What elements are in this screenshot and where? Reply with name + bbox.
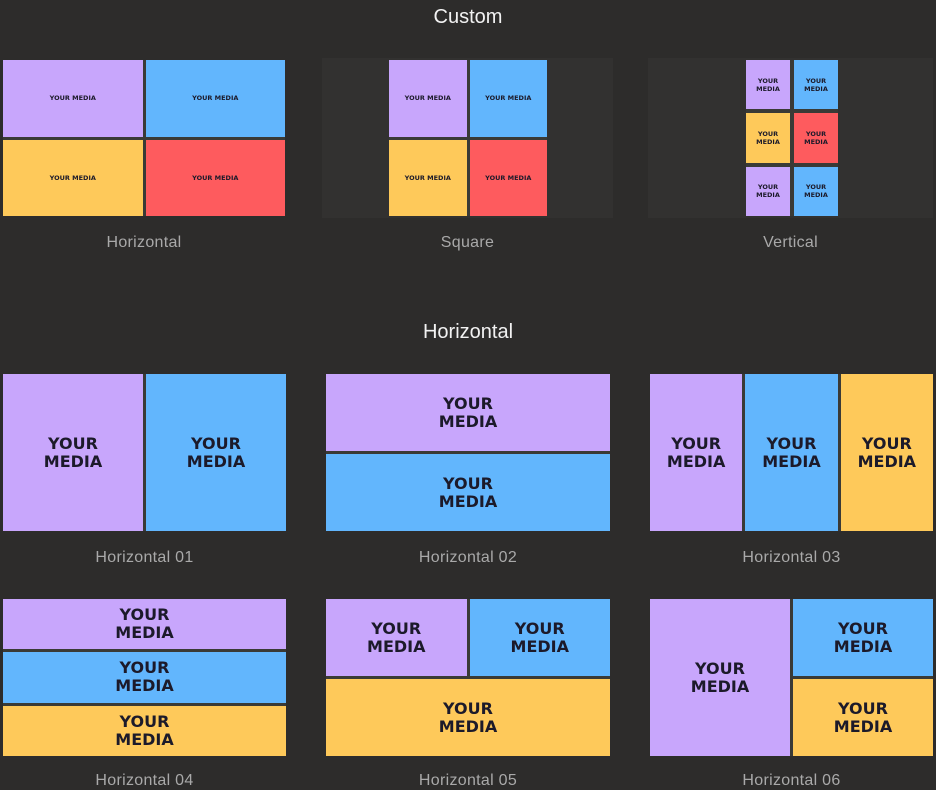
media-placeholder-blue: YOUR MEDIA — [793, 599, 933, 676]
layout-label-horizontal: Horizontal — [106, 234, 182, 251]
media-placeholder-purple: YOUR MEDIA — [389, 60, 467, 137]
media-placeholder-label: YOUR MEDIA — [115, 605, 174, 643]
media-placeholder-label: YOUR MEDIA — [49, 94, 96, 103]
media-placeholder-blue: YOUR MEDIA — [469, 60, 547, 137]
media-placeholder-label: YOUR MEDIA — [192, 94, 239, 103]
media-placeholder-yellow: YOUR MEDIA — [3, 139, 143, 216]
media-placeholder-label: YOUR MEDIA — [762, 433, 821, 471]
layout-label-square: Square — [440, 234, 495, 251]
media-placeholder-red: YOUR MEDIA — [469, 139, 547, 216]
layout-card-horizontal-03[interactable]: YOUR MEDIA YOUR MEDIA YOUR MEDIA — [650, 374, 933, 531]
layout-card-horizontal-01[interactable]: YOUR MEDIA YOUR MEDIA — [3, 374, 286, 531]
media-placeholder-label: YOUR MEDIA — [833, 698, 893, 736]
media-placeholder-label: YOUR MEDIA — [666, 433, 726, 471]
section-heading-horizontal: Horizontal — [422, 321, 514, 343]
media-placeholder-label: YOUR MEDIA — [485, 94, 532, 103]
media-placeholder-label: YOUR MEDIA — [192, 173, 239, 182]
media-placeholder-label: YOUR MEDIA — [510, 618, 569, 656]
media-placeholder-label: YOUR MEDIA — [115, 711, 174, 749]
media-placeholder-blue: YOUR MEDIA — [146, 374, 286, 531]
media-placeholder-purple: YOUR MEDIA — [650, 599, 790, 756]
media-placeholder-purple: YOUR MEDIA — [3, 599, 286, 650]
media-placeholder-label: YOUR MEDIA — [43, 433, 103, 471]
media-placeholder-blue: YOUR MEDIA — [3, 652, 286, 703]
media-placeholder-label: YOUR MEDIA — [804, 183, 828, 200]
layout-label-h03: Horizontal 03 — [742, 549, 841, 566]
media-placeholder-purple: YOUR MEDIA — [746, 60, 790, 110]
layout-card-vertical[interactable]: YOUR MEDIA YOUR MEDIA YOUR MEDIA YOUR MEDIA… — [746, 60, 838, 216]
media-placeholder-red: YOUR MEDIA — [794, 113, 838, 163]
layout-label-h01: Horizontal 01 — [95, 549, 194, 566]
media-placeholder-label: YOUR MEDIA — [438, 698, 498, 736]
media-placeholder-label: YOUR MEDIA — [49, 173, 96, 182]
layout-card-horizontal-05[interactable]: YOUR MEDIA YOUR MEDIA YOUR MEDIA — [326, 599, 610, 756]
media-placeholder-yellow: YOUR MEDIA — [3, 705, 286, 756]
layout-card-horizontal-02[interactable]: YOUR MEDIA YOUR MEDIA — [326, 374, 610, 531]
media-placeholder-blue: YOUR MEDIA — [794, 60, 838, 110]
layout-label-vertical: Vertical — [763, 234, 818, 251]
media-placeholder-label: YOUR MEDIA — [833, 618, 893, 656]
media-placeholder-purple: YOUR MEDIA — [3, 374, 143, 531]
media-placeholder-label: YOUR MEDIA — [756, 183, 780, 200]
media-placeholder-blue: YOUR MEDIA — [745, 374, 838, 531]
media-placeholder-yellow: YOUR MEDIA — [840, 374, 933, 531]
media-placeholder-purple: YOUR MEDIA — [746, 166, 790, 216]
layout-label-h06: Horizontal 06 — [742, 772, 841, 789]
media-placeholder-blue: YOUR MEDIA — [145, 60, 285, 137]
media-placeholder-label: YOUR MEDIA — [857, 433, 917, 471]
section-heading-custom: Custom — [433, 6, 503, 28]
media-placeholder-yellow: YOUR MEDIA — [793, 679, 933, 756]
media-placeholder-label: YOUR MEDIA — [756, 76, 780, 93]
media-placeholder-label: YOUR MEDIA — [690, 658, 750, 696]
media-placeholder-label: YOUR MEDIA — [115, 658, 174, 696]
layout-label-h02: Horizontal 02 — [418, 549, 518, 566]
media-placeholder-label: YOUR MEDIA — [367, 618, 426, 656]
media-placeholder-label: YOUR MEDIA — [804, 129, 828, 146]
media-placeholder-label: YOUR MEDIA — [804, 76, 828, 93]
media-placeholder-purple: YOUR MEDIA — [326, 599, 467, 676]
media-placeholder-yellow: YOUR MEDIA — [746, 113, 790, 163]
layout-label-h04: Horizontal 04 — [95, 772, 194, 789]
media-placeholder-label: YOUR MEDIA — [186, 433, 246, 471]
media-placeholder-purple: YOUR MEDIA — [326, 374, 610, 451]
media-placeholder-blue: YOUR MEDIA — [469, 599, 610, 676]
layout-card-square[interactable]: YOUR MEDIA YOUR MEDIA YOUR MEDIA YOUR MEDIA — [389, 60, 547, 216]
media-placeholder-blue: YOUR MEDIA — [326, 454, 610, 531]
layout-label-h05: Horizontal 05 — [418, 772, 518, 789]
media-placeholder-label: YOUR MEDIA — [438, 473, 498, 511]
media-placeholder-label: YOUR MEDIA — [404, 94, 451, 103]
media-placeholder-yellow: YOUR MEDIA — [389, 139, 467, 216]
media-placeholder-label: YOUR MEDIA — [756, 129, 780, 146]
media-placeholder-label: YOUR MEDIA — [438, 393, 498, 431]
layout-card-horizontal[interactable]: YOUR MEDIA YOUR MEDIA YOUR MEDIA YOUR MEDIA — [3, 60, 285, 216]
media-placeholder-purple: YOUR MEDIA — [650, 374, 743, 531]
media-placeholder-blue: YOUR MEDIA — [794, 166, 838, 216]
media-placeholder-red: YOUR MEDIA — [145, 139, 285, 216]
layout-card-horizontal-06[interactable]: YOUR MEDIA YOUR MEDIA YOUR MEDIA — [650, 599, 933, 756]
media-placeholder-label: YOUR MEDIA — [404, 173, 451, 182]
media-placeholder-yellow: YOUR MEDIA — [326, 679, 610, 756]
media-placeholder-purple: YOUR MEDIA — [3, 60, 143, 137]
media-placeholder-label: YOUR MEDIA — [485, 173, 532, 182]
layout-card-horizontal-04[interactable]: YOUR MEDIA YOUR MEDIA YOUR MEDIA — [3, 599, 286, 756]
